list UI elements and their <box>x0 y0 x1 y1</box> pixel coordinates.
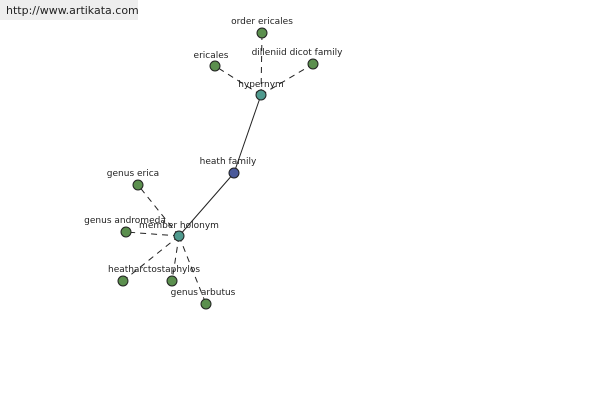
node-genus-arbutus[interactable] <box>200 298 212 310</box>
node-label-member-holonym[interactable]: member holonym <box>139 221 219 231</box>
node-label-genus-arbutus[interactable]: genus arbutus <box>171 288 236 298</box>
edges-layer <box>122 32 314 305</box>
node-order-ericales[interactable] <box>256 27 268 39</box>
edge-member-holonym-to-arctostaphylos <box>171 235 180 282</box>
node-label-heath-family[interactable]: heath family <box>200 157 257 167</box>
source-url[interactable]: http://www.artikata.com <box>0 0 139 20</box>
node-label-ericales[interactable]: ericales <box>194 51 229 61</box>
node-label-genus-erica[interactable]: genus erica <box>107 169 159 179</box>
edge-member-holonym-to-genus-andromeda <box>125 231 180 237</box>
edge-hypernym-to-ericales <box>214 65 262 96</box>
node-arctostaphylos[interactable] <box>166 275 178 287</box>
node-label-genus-andromeda[interactable]: genus andromeda <box>84 216 166 226</box>
node-ericales[interactable] <box>209 60 221 72</box>
node-label-arctostaphylos[interactable]: arctostaphylos <box>134 265 200 275</box>
edge-heath-family-to-member-holonym <box>178 172 235 237</box>
node-heath-family[interactable] <box>228 167 240 179</box>
node-label-dilleniid-dicot-family[interactable]: dilleniid dicot family <box>252 48 344 58</box>
node-genus-andromeda[interactable] <box>120 226 132 238</box>
node-heath[interactable] <box>117 275 129 287</box>
node-label-order-ericales[interactable]: order ericales <box>231 17 293 27</box>
node-label-heath[interactable]: heath <box>108 265 134 275</box>
node-member-holonym[interactable] <box>173 230 185 242</box>
edge-hypernym-to-heath-family <box>233 94 262 174</box>
edge-member-holonym-to-heath <box>122 235 180 282</box>
nodes-layer <box>117 27 319 310</box>
node-label-hypernym[interactable]: hypernym <box>238 80 284 90</box>
labels-layer: order ericales ericales dilleniid dicot fa… <box>84 17 343 298</box>
node-hypernym[interactable] <box>255 89 267 101</box>
node-dilleniid-dicot-family[interactable] <box>307 58 319 70</box>
node-genus-erica[interactable] <box>132 179 144 191</box>
edge-member-holonym-to-genus-arbutus <box>178 235 207 305</box>
